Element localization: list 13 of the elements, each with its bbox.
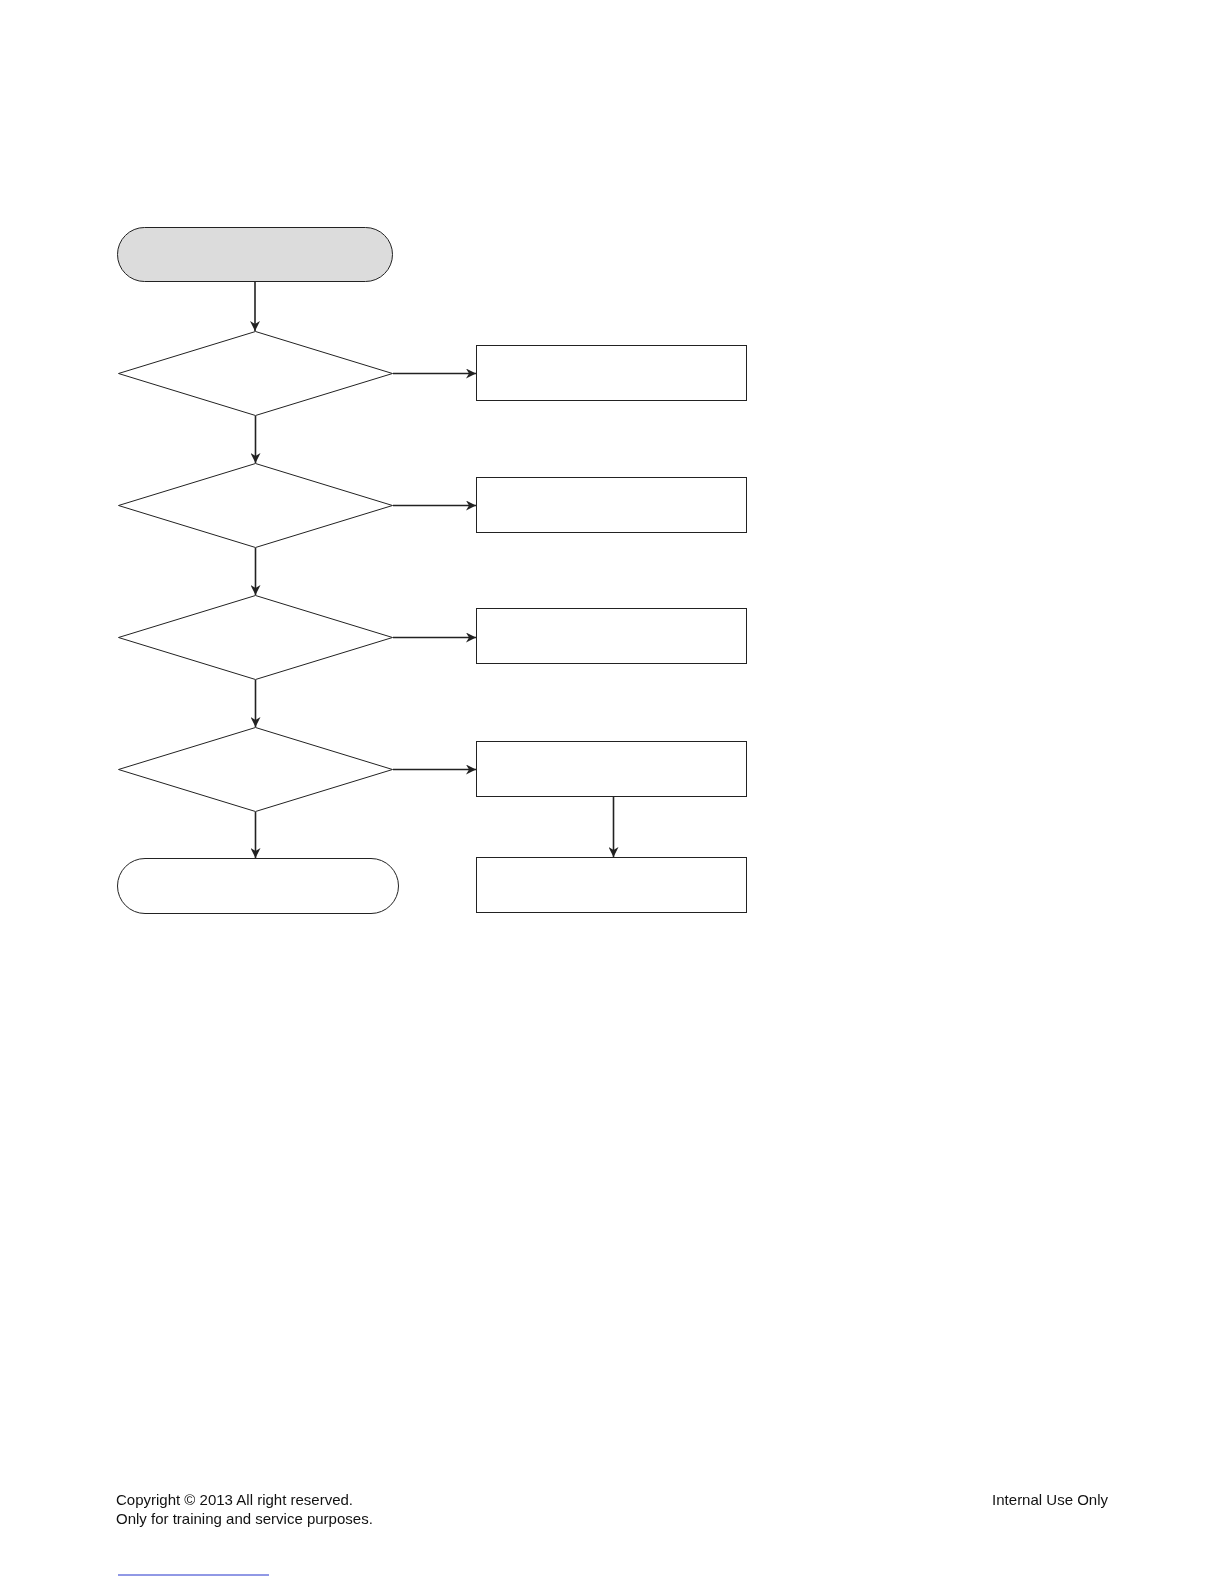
arrow (608, 796, 619, 858)
footer-text: Internal Use Only (992, 1491, 1108, 1508)
footer-text: Copyright © 2013 All right reserved. (116, 1491, 353, 1508)
arrow (250, 811, 261, 859)
arrow (392, 368, 477, 379)
footer-text: Only for training and service purposes. (116, 1510, 373, 1527)
arrow (392, 500, 477, 511)
arrow (392, 632, 477, 643)
arrow (250, 415, 261, 464)
arrow (250, 679, 261, 728)
arrow (250, 547, 261, 596)
arrow (250, 281, 260, 332)
arrow (392, 764, 477, 775)
